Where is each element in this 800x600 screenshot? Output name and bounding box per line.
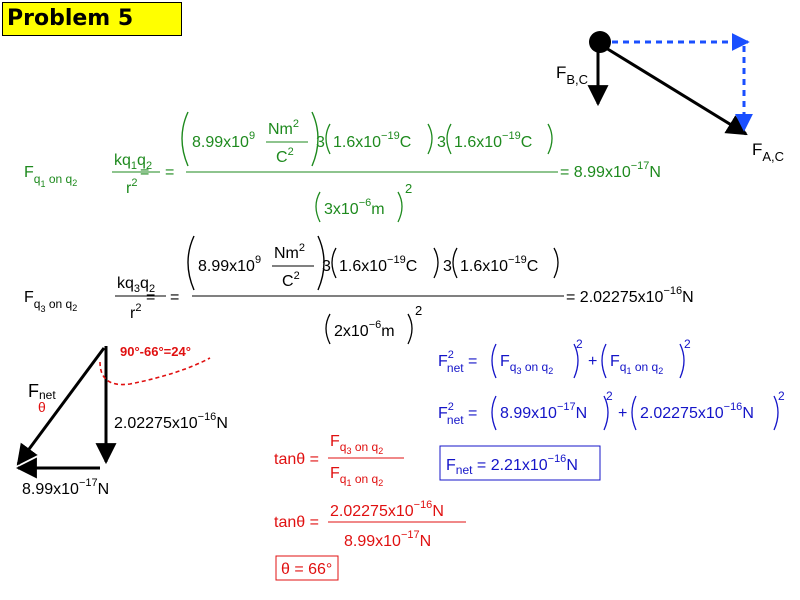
eq1-frac-num: kq1q2 — [114, 152, 152, 172]
eq1-frac-den: r2 — [126, 177, 137, 197]
net-val-1: 8.99x10−17N — [500, 401, 587, 422]
eq2-frac-num: kq3q2 — [117, 275, 155, 295]
eq1-distance: 3x10−6m — [324, 197, 385, 218]
fnet-answer: Fnet = 2.21x10−16N — [446, 453, 578, 477]
eq2-charge-2: 1.6x10−19C — [460, 254, 538, 275]
svg-text:2: 2 — [405, 181, 412, 196]
force-bc-label: FB,C — [556, 63, 588, 87]
svg-text:+: + — [588, 353, 597, 370]
eq2-charge-1: 1.6x10−19C — [339, 254, 417, 275]
net-force-triangle: 90°-66°=24° Fnet θ 2.02275x10−16N 8.99x1… — [15, 344, 228, 498]
net-f-q3: Fq3 on q2 — [500, 353, 553, 376]
tan-den-value: 8.99x10−17N — [344, 529, 431, 550]
tan-lhs-1: tanθ = — [274, 451, 319, 468]
svg-text:2: 2 — [576, 337, 583, 351]
page-title: Problem 5 — [7, 6, 134, 31]
charge-dot — [589, 31, 611, 53]
triangle-net-arrow — [16, 347, 106, 466]
eq2-k-constant: 8.99x109 — [198, 254, 261, 275]
eq1-charge-2: 1.6x10−19C — [454, 130, 532, 151]
eq1-result: = 8.99x10−17N — [560, 160, 661, 181]
eq2-unit-num: Nm2 — [274, 242, 305, 262]
tan-frac-num: Fq3 on q2 — [330, 433, 383, 456]
title-banner: Problem 5 — [2, 2, 182, 36]
tan-num-value: 2.02275x10−16N — [330, 499, 444, 520]
eq1-lhs: Fq1 on q2 — [24, 164, 77, 189]
theta-label: θ — [38, 399, 46, 415]
eq2-frac-den: r2 — [130, 302, 141, 322]
theta-answer: θ = 66° — [281, 561, 332, 578]
theta-answer-box — [275, 555, 339, 581]
svg-text:3: 3 — [322, 258, 331, 275]
equation-force-q3-on-q2: Fq3 on q2 = kq3q2 r2 = 8.99x109 Nm2 C2 3… — [24, 235, 694, 345]
tan-frac-den: Fq1 on q2 — [330, 465, 383, 488]
eq1-unit-den: C2 — [276, 146, 294, 166]
force-diagram: FB,C FA,C — [556, 31, 784, 164]
svg-text:2: 2 — [606, 389, 613, 403]
force-ac-arrow — [605, 46, 748, 136]
eq1-unit-num: Nm2 — [268, 118, 299, 138]
eq1-k-constant: 8.99x109 — [192, 130, 255, 151]
svg-text:=: = — [165, 164, 174, 181]
angle-note-pointer — [99, 357, 211, 386]
fnet-answer-box — [439, 445, 601, 481]
net-val-2: 2.02275x10−16N — [640, 401, 754, 422]
eq2-result: = 2.02275x10−16N — [566, 285, 694, 306]
svg-text:2: 2 — [684, 337, 691, 351]
svg-text:3: 3 — [443, 258, 452, 275]
force-ac-label: FA,C — [752, 140, 784, 164]
svg-text:=: = — [170, 289, 179, 306]
tan-lhs-2: tanθ = — [274, 514, 319, 531]
eq1-charge-1: 1.6x10−19C — [333, 130, 411, 151]
net-f-q1: Fq1 on q2 — [610, 353, 663, 376]
eq2-distance: 2x10−6m — [334, 319, 395, 340]
tan-equations: tanθ = Fq3 on q2 Fq1 on q2 tanθ = 2.0227… — [274, 433, 466, 581]
svg-text:+: + — [618, 405, 627, 422]
svg-text:3: 3 — [437, 134, 446, 151]
vertical-value: 2.02275x10−16N — [114, 411, 228, 432]
eq2-unit-den: C2 — [282, 270, 300, 290]
fnet-label: Fnet — [28, 381, 56, 402]
horizontal-value: 8.99x10−17N — [22, 477, 109, 498]
equation-force-q1-on-q2: Fq1 on q2 = kq1q2 r2 = 8.99x109 Nm2 C2 3… — [24, 111, 661, 223]
svg-text:2: 2 — [778, 389, 785, 403]
angle-note: 90°-66°=24° — [120, 344, 191, 359]
svg-text:=: = — [146, 289, 155, 306]
eq2-lhs: Fq3 on q2 — [24, 289, 77, 314]
svg-text:3: 3 — [316, 134, 325, 151]
svg-text:2: 2 — [415, 303, 422, 318]
